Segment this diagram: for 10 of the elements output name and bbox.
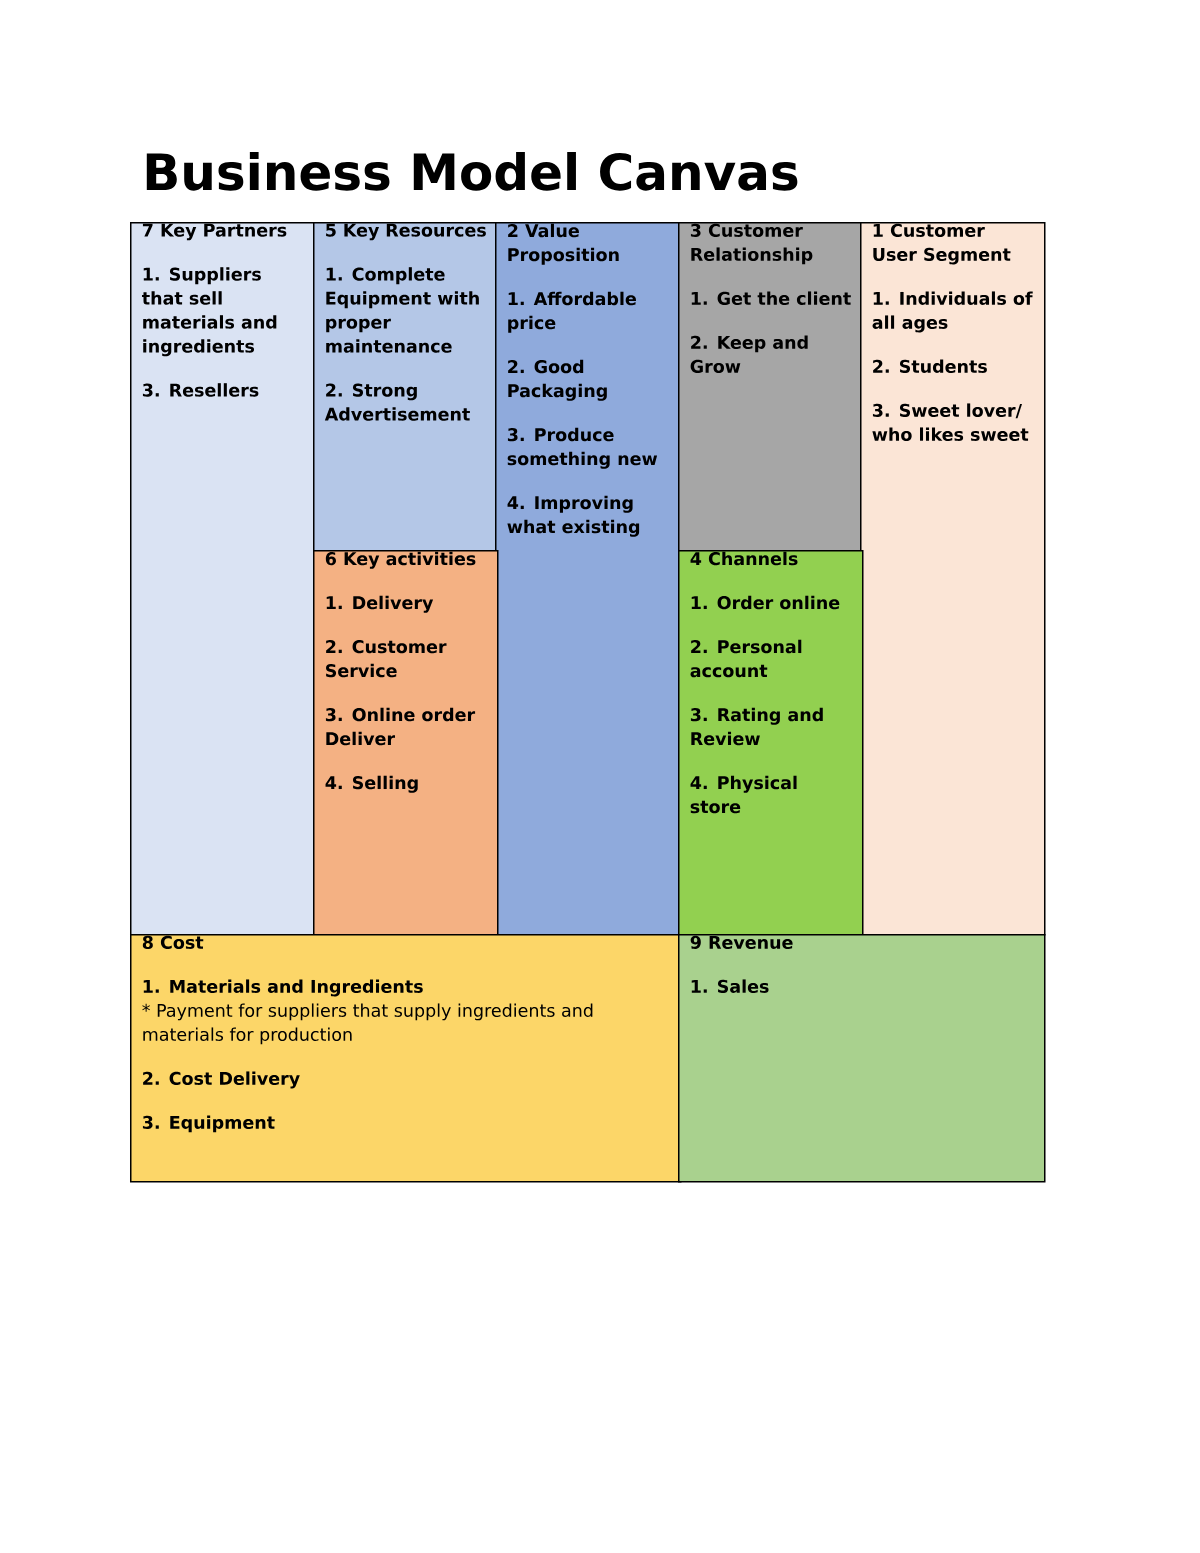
- canvas-block: 4 Channels 1. Order online 2. Personal account 3. Rating and Review 4. Physical store: [678, 550, 864, 936]
- canvas-block: 3 Customer Relationship 1. Get the client 2. Keep and Grow: [678, 222, 864, 552]
- canvas-block: 9 Revenue 1. Sales: [678, 934, 1046, 1183]
- canvas-block: 7 Key Partners 1. Suppliers that sell materials and ingredients 3. Resellers: [130, 222, 317, 936]
- canvas-block: 5 Key Resources 1. Complete Equipment with proper maintenance 2. Strong Advertisement: [313, 222, 499, 552]
- canvas-block: 6 Key activities 1. Delivery 2. Customer Service 3. Online order Deliver 4. Selling: [313, 550, 499, 936]
- canvas-block: 2 Value Proposition 1. Affordable price 2. Good Packaging 3. Produce something new 4. Improving what existing: [495, 222, 682, 936]
- canvas-block: 1 Customer User Segment 1. Individuals of all ages 2. Students 3. Sweet lover/ who likes sweet: [860, 222, 1046, 936]
- canvas-block: 8 Cost 1. Materials and Ingredients * Payment for suppliers that supply ingredients and materials for production 2. Cost Delivery 3. Equipment: [130, 934, 682, 1183]
- title: Business Model Canvas: [146, 152, 798, 191]
